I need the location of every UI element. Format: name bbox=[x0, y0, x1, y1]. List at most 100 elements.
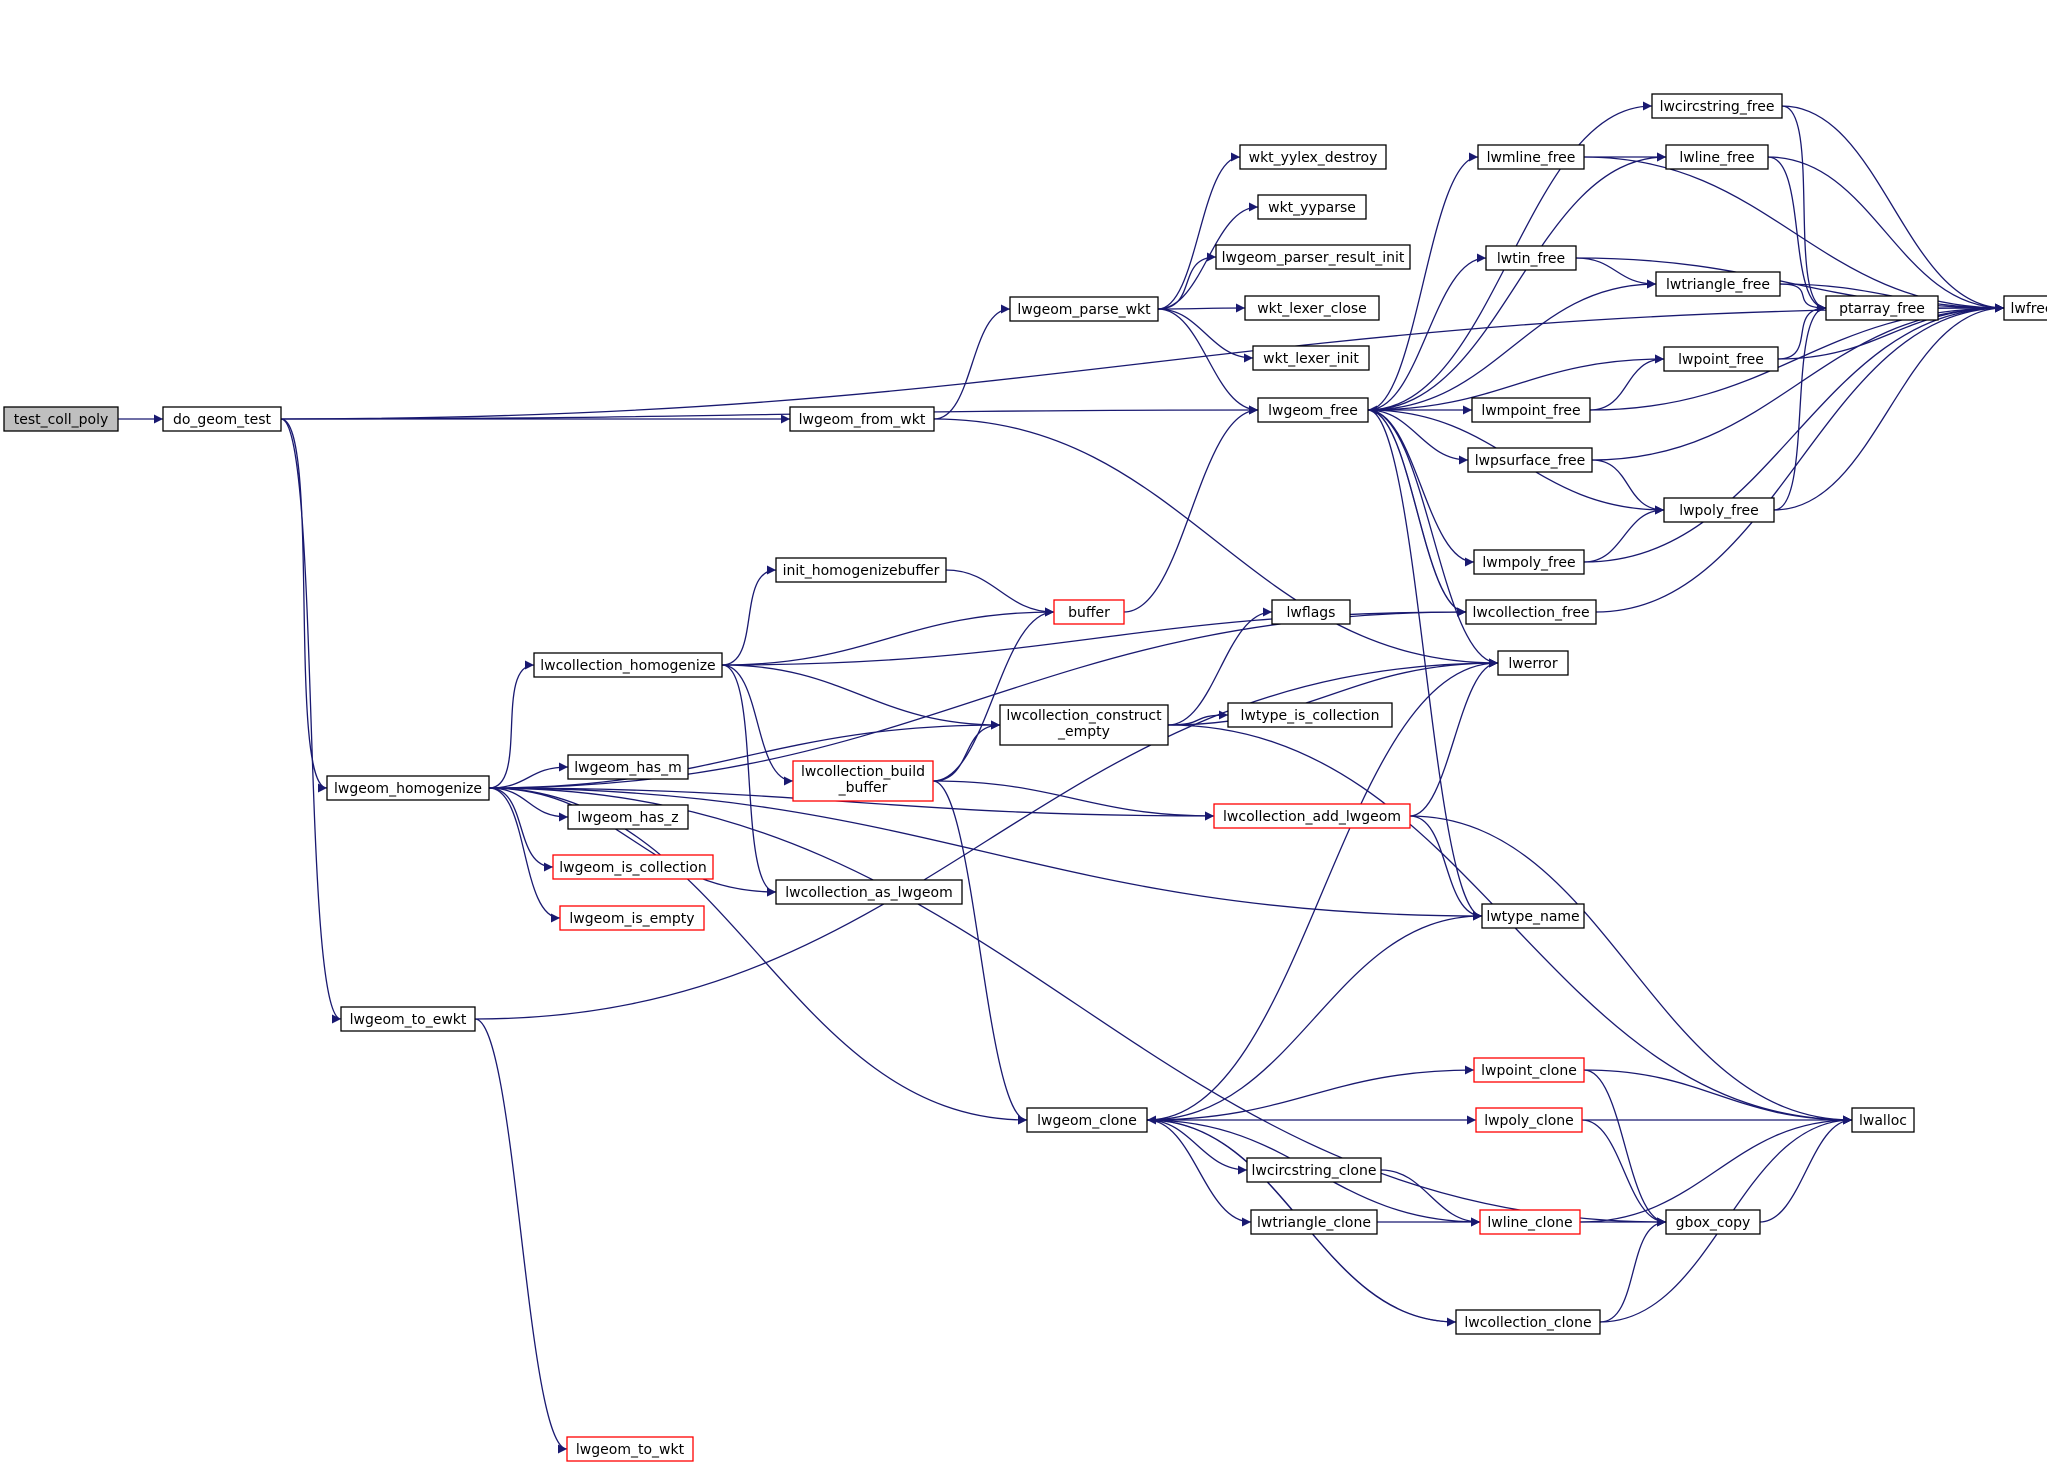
node-lwgeom-is-empty[interactable]: lwgeom_is_empty bbox=[559, 905, 705, 931]
node-lwgeom-clone[interactable]: lwgeom_clone bbox=[1026, 1107, 1148, 1133]
node-lwtype-name[interactable]: lwtype_name bbox=[1481, 903, 1585, 929]
node-lwgeom-parser-result-init[interactable]: lwgeom_parser_result_init bbox=[1215, 244, 1411, 270]
node-lwpoint-clone[interactable]: lwpoint_clone bbox=[1473, 1057, 1585, 1083]
node-label: lwmline_free bbox=[1487, 150, 1576, 166]
edge-line bbox=[1367, 409, 1475, 567]
node-lwfree[interactable]: lwfree bbox=[2003, 295, 2047, 321]
edge-line bbox=[1380, 1169, 1481, 1227]
edge-do-geom-test-to-lwgeom-homogenize bbox=[280, 418, 328, 793]
node-lwcollection-homogenize[interactable]: lwcollection_homogenize bbox=[533, 652, 723, 678]
node-wkt-lexer-init[interactable]: wkt_lexer_init bbox=[1252, 345, 1370, 371]
edge-lwgeom-from-wkt-to-lwerror bbox=[933, 418, 1499, 668]
edge-line bbox=[1367, 409, 1499, 668]
node-label: lwgeom_has_z bbox=[577, 810, 678, 826]
node-lwmpoint-free[interactable]: lwmpoint_free bbox=[1471, 397, 1591, 423]
node-lwgeom-is-collection[interactable]: lwgeom_is_collection bbox=[552, 854, 714, 880]
node-lwmline-free[interactable]: lwmline_free bbox=[1477, 144, 1585, 170]
node-test-coll-poly[interactable]: test_coll_poly bbox=[3, 406, 119, 432]
node-lwgeom-has-m[interactable]: lwgeom_has_m bbox=[567, 754, 689, 780]
node-box bbox=[1473, 549, 1585, 575]
node-lwmpoly-free[interactable]: lwmpoly_free bbox=[1473, 549, 1585, 575]
node-lwalloc[interactable]: lwalloc bbox=[1851, 1107, 1915, 1133]
node-box bbox=[1053, 599, 1125, 625]
node-lwtriangle-clone[interactable]: lwtriangle_clone bbox=[1250, 1209, 1378, 1235]
edge-lwgeom-free-to-lwerror bbox=[1367, 409, 1499, 668]
edge-line bbox=[1367, 253, 1487, 411]
edge-line bbox=[721, 664, 777, 897]
edge-lwpoly-clone-to-gbox-copy bbox=[1581, 1119, 1667, 1227]
node-lwpoint-free[interactable]: lwpoint_free bbox=[1663, 346, 1779, 372]
edge-lwcollection-build-buffer-to-lwgeom-clone bbox=[932, 780, 1028, 1125]
node-init-homogenizebuffer[interactable]: init_homogenizebuffer bbox=[775, 557, 947, 583]
node-lwgeom-to-ewkt[interactable]: lwgeom_to_ewkt bbox=[340, 1006, 476, 1032]
node-lwerror[interactable]: lwerror bbox=[1497, 650, 1569, 676]
edge-lwgeom-clone-to-lwtype-name bbox=[1146, 911, 1483, 1121]
node-lwcollection-add-lwgeom[interactable]: lwcollection_add_lwgeom bbox=[1213, 803, 1411, 829]
edge-line bbox=[488, 787, 1215, 821]
node-box bbox=[1246, 1157, 1382, 1183]
edge-line bbox=[1157, 303, 1246, 313]
node-lwpsurface-free[interactable]: lwpsurface_free bbox=[1467, 447, 1593, 473]
node-lwcollection-clone[interactable]: lwcollection_clone bbox=[1455, 1309, 1601, 1335]
edge-lwgeom-free-to-lwpsurface-free bbox=[1367, 409, 1469, 465]
node-lwcollection-free[interactable]: lwcollection_free bbox=[1465, 599, 1597, 625]
node-lwgeom-parse-wkt[interactable]: lwgeom_parse_wkt bbox=[1009, 296, 1159, 322]
node-box bbox=[1465, 599, 1597, 625]
edge-line bbox=[488, 787, 1483, 921]
node-lwgeom-from-wkt[interactable]: lwgeom_from_wkt bbox=[789, 406, 935, 432]
node-buffer[interactable]: buffer bbox=[1053, 599, 1125, 625]
node-ptarray-free[interactable]: ptarray_free bbox=[1825, 295, 1939, 321]
node-lwgeom-free[interactable]: lwgeom_free bbox=[1257, 397, 1369, 423]
node-lwgeom-has-z[interactable]: lwgeom_has_z bbox=[567, 804, 689, 830]
node-lwcollection-as-lwgeom[interactable]: lwcollection_as_lwgeom bbox=[775, 879, 963, 905]
node-label: lwcollection_free bbox=[1472, 605, 1589, 621]
node-lwgeom-to-wkt[interactable]: lwgeom_to_wkt bbox=[566, 1436, 694, 1462]
node-wkt-lexer-close[interactable]: wkt_lexer_close bbox=[1244, 295, 1380, 321]
edge-lwpoint-clone-to-gbox-copy bbox=[1583, 1069, 1667, 1227]
edge-lwgeom-homogenize-to-lwgeom-is-empty bbox=[488, 787, 561, 923]
node-label: lwcircstring_clone bbox=[1252, 1163, 1377, 1179]
edge-lwgeom-free-to-lwmline-free bbox=[1367, 152, 1479, 411]
edge-line bbox=[488, 787, 569, 822]
edge-line bbox=[1146, 1119, 1248, 1175]
node-label: lwmpoly_free bbox=[1482, 555, 1575, 571]
node-lwpoly-clone[interactable]: lwpoly_clone bbox=[1475, 1107, 1583, 1133]
node-label: lwpoint_clone bbox=[1481, 1063, 1577, 1079]
node-box bbox=[162, 406, 282, 432]
node-lwline-clone[interactable]: lwline_clone bbox=[1479, 1209, 1581, 1235]
edge-line bbox=[1367, 354, 1665, 411]
node-lwtin-free[interactable]: lwtin_free bbox=[1485, 245, 1577, 271]
node-gbox-copy[interactable]: gbox_copy bbox=[1665, 1209, 1761, 1235]
edge-line bbox=[1367, 409, 1469, 465]
node-lwcircstring-free[interactable]: lwcircstring_free bbox=[1651, 93, 1783, 119]
node-label: lwcollection_construct bbox=[1006, 708, 1162, 724]
node-box bbox=[1475, 1107, 1583, 1133]
node-do-geom-test[interactable]: do_geom_test bbox=[162, 406, 282, 432]
node-lwpoly-free[interactable]: lwpoly_free bbox=[1663, 497, 1775, 523]
edge-lwgeom-homogenize-to-lwgeom-has-m bbox=[488, 762, 569, 789]
edge-line bbox=[488, 787, 561, 923]
node-label: lwgeom_to_wkt bbox=[576, 1442, 685, 1458]
node-lwcollection-construct-empty[interactable]: lwcollection_construct_empty bbox=[999, 704, 1169, 746]
node-box bbox=[3, 406, 119, 432]
node-lwflags[interactable]: lwflags bbox=[1271, 599, 1351, 625]
node-label: _empty bbox=[1057, 724, 1110, 740]
node-wkt-yylex-destroy[interactable]: wkt_yylex_destroy bbox=[1239, 144, 1387, 170]
node-box bbox=[1250, 1209, 1378, 1235]
node-lwtriangle-free[interactable]: lwtriangle_free bbox=[1655, 271, 1781, 297]
node-label: lwgeom_from_wkt bbox=[799, 412, 926, 428]
edge-lwcollection-build-buffer-to-buffer bbox=[932, 607, 1055, 782]
node-wkt-yyparse[interactable]: wkt_yyparse bbox=[1257, 194, 1367, 220]
node-label: lwgeom_parse_wkt bbox=[1017, 302, 1151, 318]
edge-lwcollection-free-to-lwfree bbox=[1595, 303, 2005, 613]
edge-line bbox=[721, 607, 1055, 666]
edge-lwgeom-parse-wkt-to-lwgeom-free bbox=[1157, 308, 1259, 415]
node-lwgeom-homogenize[interactable]: lwgeom_homogenize bbox=[326, 775, 490, 801]
node-lwcircstring-clone[interactable]: lwcircstring_clone bbox=[1246, 1157, 1382, 1183]
node-lwtype-is-collection[interactable]: lwtype_is_collection bbox=[1227, 702, 1393, 728]
node-lwcollection-build-buffer[interactable]: lwcollection_build_buffer bbox=[792, 760, 934, 802]
node-lwline-free[interactable]: lwline_free bbox=[1665, 144, 1769, 170]
edge-lwpoly-free-to-ptarray-free bbox=[1773, 303, 1827, 511]
edge-lwgeom-parse-wkt-to-wkt-lexer-init bbox=[1157, 308, 1254, 363]
